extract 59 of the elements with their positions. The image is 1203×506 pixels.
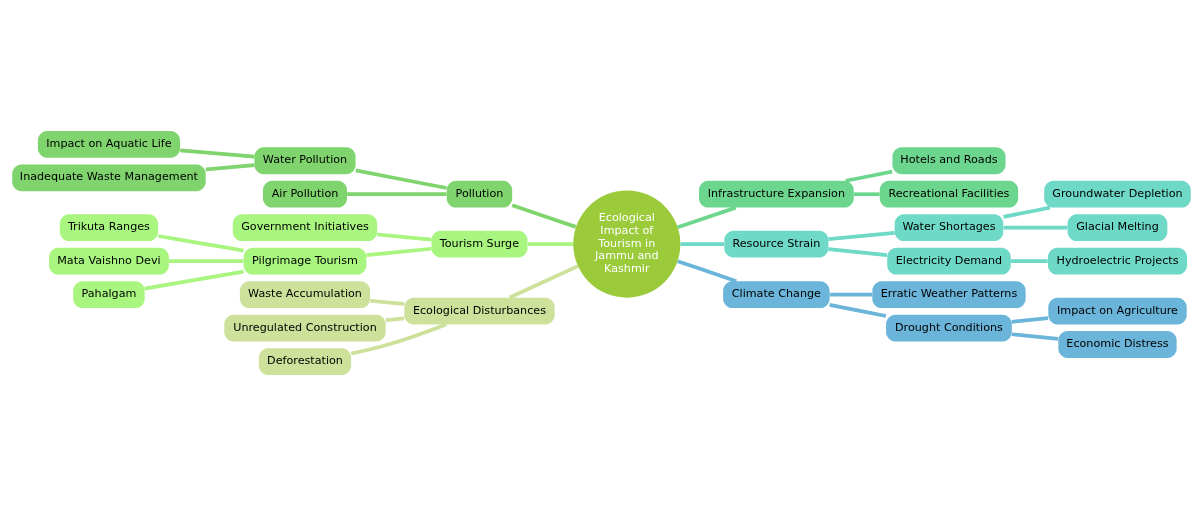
connector [347,192,447,197]
node-box: Inadequate Waste Management [12,164,206,192]
node-box: Electricity Demand [887,247,1011,275]
node-box: Hydroelectric Projects [1047,247,1188,275]
connector [853,192,880,197]
connector [828,247,888,257]
connector [511,203,577,229]
node-box: Pollution [446,180,513,208]
node-box: Mata Vaishno Devi [49,247,169,275]
connector [845,169,893,183]
connector [1011,332,1059,341]
connector [385,316,405,323]
node-box: Pilgrimage Tourism [243,247,367,275]
node-box: Deforestation [258,348,352,375]
connector [508,264,579,300]
node-box: Infrastructure Expansion [698,180,854,208]
connector [168,259,244,264]
node-box: Ecological Disturbances [404,297,555,325]
connector [366,246,432,258]
node-box: Economic Distress [1058,331,1177,358]
node-box: Trikuta Ranges [59,214,159,242]
connector [677,259,737,283]
connector [205,163,255,172]
node-box: Drought Conditions [886,314,1012,342]
connector [828,231,895,241]
connector [144,269,244,291]
node-box: Impact on Aquatic Life [37,131,180,158]
node-box: Water Pollution [254,147,356,175]
node-box: Recreational Facilities [879,180,1019,208]
node-circle: Ecological Impact of Tourism in Jammu and Kashmir [573,190,681,298]
connector [1003,205,1051,219]
node-box: Resource Strain [724,230,829,258]
node-box: Air Pollution [262,180,348,208]
node-box: Impact on Agriculture [1048,297,1187,325]
connector [157,234,244,253]
connector [829,303,887,318]
node-box: Tourism Surge [431,230,528,258]
node-box: Erratic Weather Patterns [872,281,1026,309]
connector [180,148,255,159]
node-box: Hotels and Roads [892,147,1006,175]
node-box: Unregulated Construction [224,314,386,342]
node-box: Government Initiatives [232,214,378,242]
connector [1011,316,1049,324]
node-box: Groundwater Depletion [1044,180,1191,208]
connector [829,292,873,297]
node-box: Water Shortages [894,214,1004,242]
connector [527,242,574,246]
connector [1003,225,1068,230]
node-box: Climate Change [723,281,830,309]
node-box: Pahalgam [73,281,145,309]
node-box: Waste Accumulation [239,281,371,309]
connector [377,232,432,242]
connector [369,298,405,306]
connector [1010,259,1048,264]
connector [680,242,725,246]
node-box: Glacial Melting [1067,214,1168,242]
connector [677,205,737,229]
connector [355,168,447,190]
connector [350,322,447,356]
